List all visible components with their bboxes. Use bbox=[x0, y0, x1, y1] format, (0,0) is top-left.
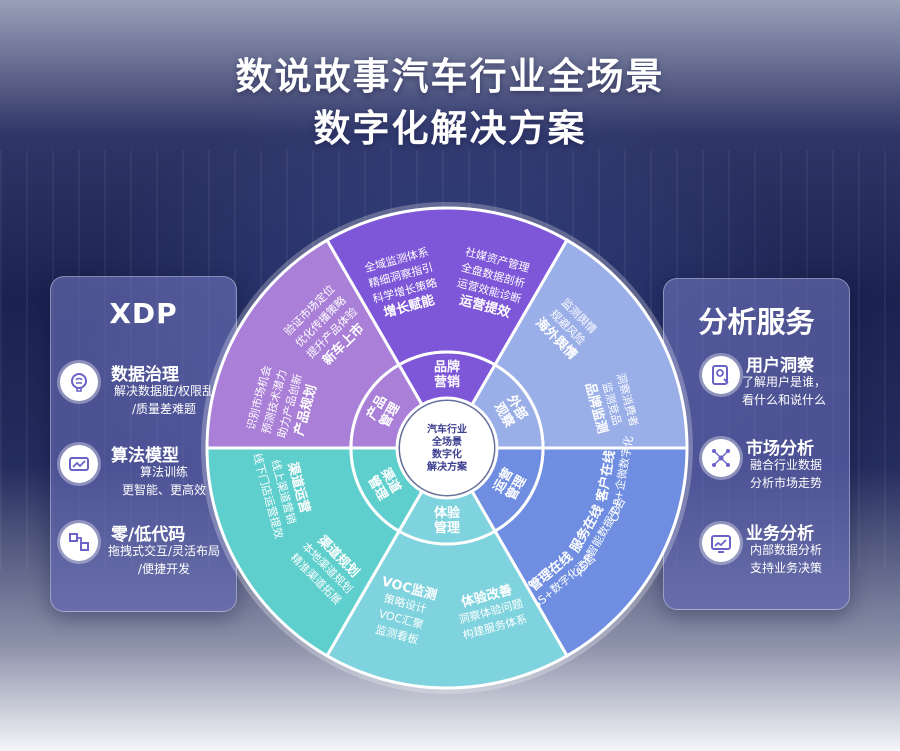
brain-icon bbox=[60, 363, 98, 401]
page-title-line-2: 数字化解决方案 bbox=[313, 107, 587, 150]
wheel-inner-sector bbox=[349, 362, 425, 450]
desc-line: 分析市场走势 bbox=[749, 476, 822, 490]
desc-line: 算法训练 bbox=[139, 465, 188, 479]
page-title-line-1: 数说故事汽车行业全场景 bbox=[235, 55, 665, 98]
xdp-item-title: 算法模型 bbox=[111, 446, 179, 466]
xdp-item-desc: 拖拽式交互/灵活布局 /便捷开发 bbox=[95, 542, 233, 578]
analysis-item-market: 市场分析 融合行业数据 分析市场走势 bbox=[664, 434, 849, 494]
market-network-icon bbox=[702, 439, 740, 477]
desc-line: 支持业务决策 bbox=[749, 561, 822, 575]
xdp-item-desc: 算法训练 更智能、更高效 bbox=[99, 463, 229, 499]
xdp-item-algorithm: 算法模型 算法训练 更智能、更高效 bbox=[51, 439, 236, 499]
wheel-center-label: 解决方案 bbox=[427, 460, 468, 473]
analysis-item-title: 市场分析 bbox=[746, 439, 814, 459]
xdp-item-data-governance: 数据治理 解决数据脏/权限乱 /质量差难题 bbox=[51, 359, 236, 419]
xdp-item-title: 数据治理 bbox=[111, 365, 179, 385]
code-block-icon bbox=[60, 523, 98, 561]
desc-line: 融合行业数据 bbox=[749, 458, 822, 472]
wheel-center-circle bbox=[400, 401, 494, 495]
desc-line: 内部数据分析 bbox=[749, 543, 822, 557]
analysis-item-business: 业务分析 内部数据分析 支持业务决策 bbox=[664, 519, 849, 579]
sector-inner-label: 体验 bbox=[434, 505, 461, 521]
user-insight-icon bbox=[702, 356, 740, 394]
xdp-panel: XDP 数据治理 解决数据脏/权限乱 /质量差难题 算法模型 算法训练 更智能、… bbox=[50, 276, 237, 612]
analysis-panel-title: 分析服务 bbox=[698, 305, 815, 339]
sector-inner-label: 管理 bbox=[434, 520, 460, 536]
sector-inner-label: 品牌 bbox=[434, 359, 460, 375]
desc-line: 拖拽式交互/灵活布局 bbox=[107, 544, 221, 558]
desc-line: 解决数据脏/权限乱 bbox=[113, 384, 215, 398]
wheel-center-label: 全场景 bbox=[431, 435, 462, 448]
analysis-item-user-insight: 用户洞察 了解用户是谁， 看什么和说什么 bbox=[664, 351, 849, 411]
analysis-service-panel: 分析服务 用户洞察 了解用户是谁， 看什么和说什么 市场分析 融合行业数据 分析… bbox=[663, 278, 850, 610]
wheel-center-label: 数字化 bbox=[432, 447, 462, 460]
desc-line: 看什么和说什么 bbox=[741, 393, 826, 407]
analysis-item-desc: 融合行业数据 分析市场走势 bbox=[736, 456, 836, 492]
business-chart-icon bbox=[702, 524, 740, 562]
xdp-item-title: 零/低代码 bbox=[111, 525, 186, 545]
analysis-item-desc: 内部数据分析 支持业务决策 bbox=[736, 541, 836, 577]
desc-line: 更智能、更高效 bbox=[121, 483, 206, 497]
desc-line: /质量差难题 bbox=[131, 402, 197, 416]
algorithm-icon bbox=[60, 445, 98, 483]
analysis-item-desc: 了解用户是谁， 看什么和说什么 bbox=[734, 373, 834, 409]
desc-line: 了解用户是谁， bbox=[741, 375, 826, 389]
xdp-item-desc: 解决数据脏/权限乱 /质量差难题 bbox=[99, 382, 229, 418]
sector-inner-label: 营销 bbox=[434, 374, 460, 390]
desc-line: /便捷开发 bbox=[137, 562, 191, 576]
xdp-item-low-code: 零/低代码 拖拽式交互/灵活布局 /便捷开发 bbox=[51, 519, 236, 579]
wheel-center-label: 汽车行业 bbox=[427, 422, 467, 435]
analysis-item-title: 用户洞察 bbox=[746, 356, 814, 376]
xdp-panel-title: XDP bbox=[109, 297, 178, 330]
analysis-item-title: 业务分析 bbox=[746, 524, 814, 544]
